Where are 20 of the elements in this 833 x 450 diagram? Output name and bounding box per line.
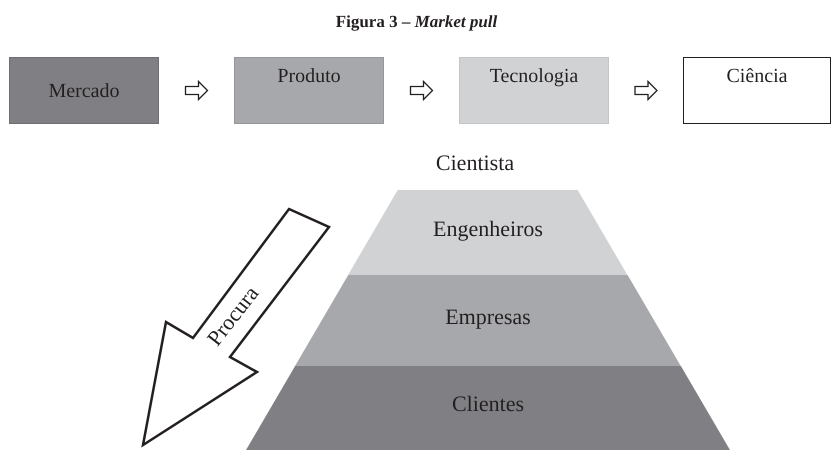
top-label: Cientista (436, 150, 514, 176)
arrow (634, 80, 658, 102)
pyramid-level (348, 190, 628, 275)
process-box (459, 57, 609, 124)
figure-title: Figura 3 – Market pull (336, 12, 498, 31)
level-label: Clientes (452, 392, 524, 416)
arrow (410, 80, 434, 102)
process-box (9, 57, 159, 124)
arrow (184, 80, 208, 102)
process-box (234, 57, 384, 124)
box-label: Mercado (48, 78, 120, 102)
block-arrow (143, 209, 329, 445)
process-box (683, 57, 831, 124)
box-label: Tecnologia (490, 64, 578, 88)
level-label: Engenheiros (433, 216, 543, 241)
level-label: Empresas (445, 304, 531, 329)
pyramid-level (295, 275, 681, 366)
box-label: Ciência (726, 64, 788, 88)
box-label: Produto (277, 64, 341, 88)
pyramid-level (246, 366, 730, 450)
